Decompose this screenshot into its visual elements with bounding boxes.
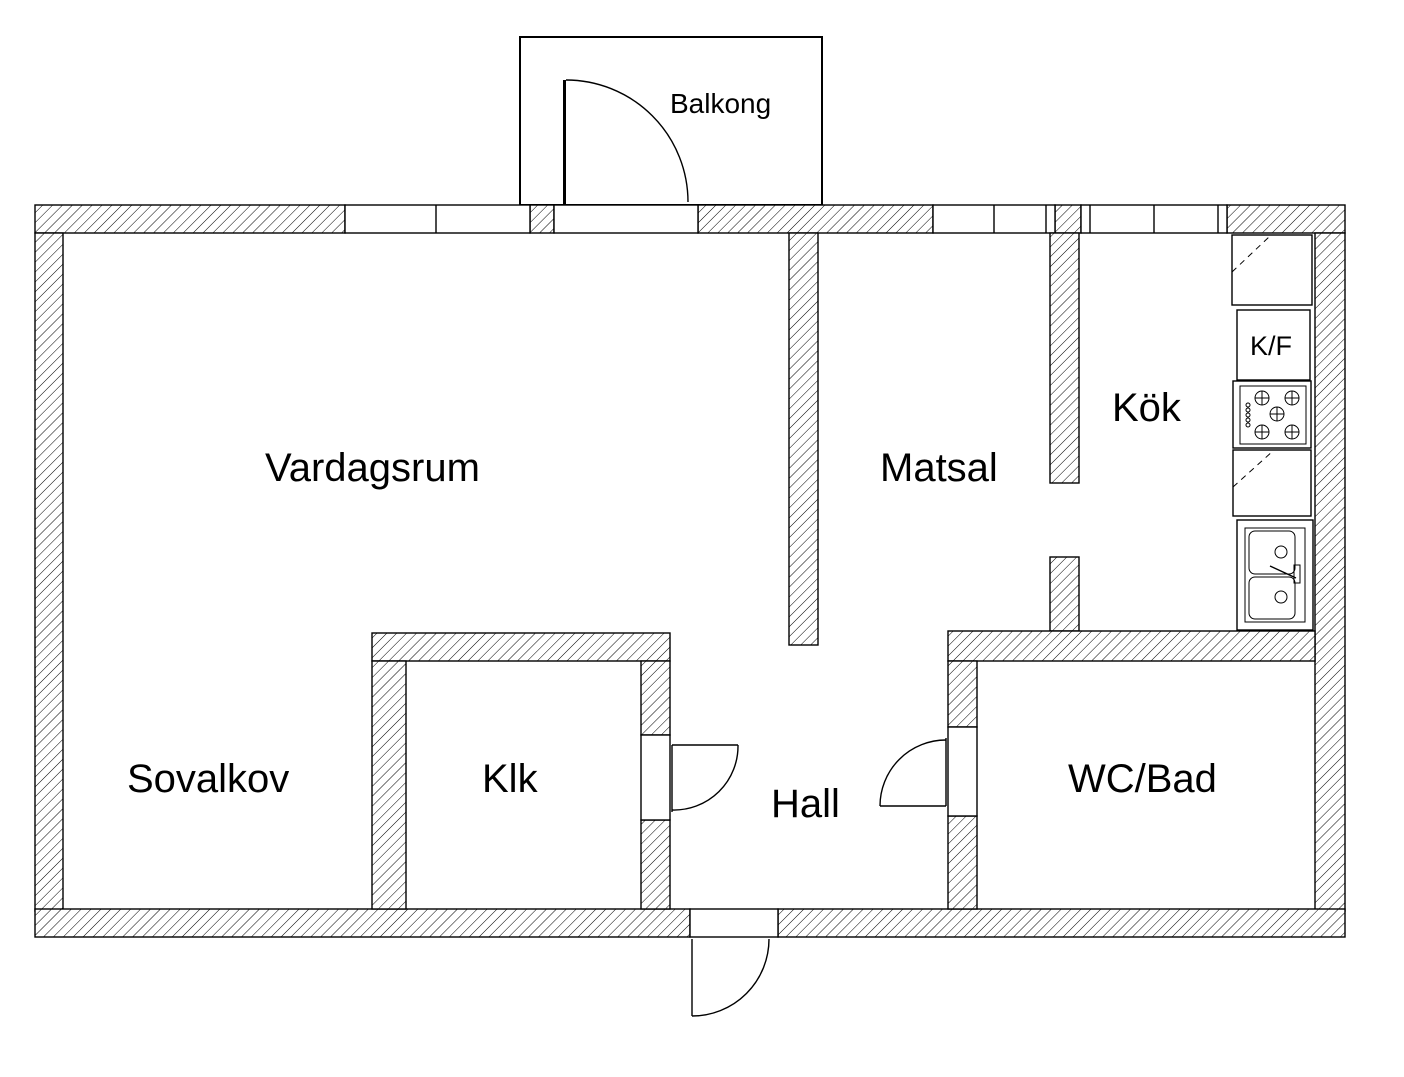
entrance-door-opening (689, 908, 779, 938)
label-fridge-freezer: K/F (1250, 331, 1292, 361)
wall-dining-kitchen-lower (1049, 556, 1080, 632)
wall-living-dining (788, 232, 819, 646)
stove-icon (1232, 380, 1312, 449)
label-hall: Hall (771, 782, 840, 826)
wall-closet-top (371, 632, 671, 662)
kitchen-cabinet-lower (1232, 449, 1312, 517)
wall-bottom-left (34, 908, 691, 938)
closet-door-swing (671, 744, 739, 811)
label-kitchen: Kök (1112, 386, 1182, 430)
outer-walls (34, 204, 1346, 938)
wall-bathroom-left-lower (947, 815, 978, 910)
wall-top-left (34, 204, 346, 234)
bathroom-door-opening (947, 726, 978, 817)
label-bathroom: WC/Bad (1068, 757, 1217, 801)
balcony-door-opening (553, 204, 699, 234)
balcony-door-swing (565, 79, 689, 203)
balcony-door (563, 79, 689, 205)
kitchen-cabinet-top (1231, 234, 1313, 306)
wall-closet-right-lower (640, 819, 671, 910)
closet-door-opening (640, 734, 671, 821)
wall-bathroom-top (947, 630, 1316, 662)
windows (344, 204, 1228, 234)
wall-top-right (1226, 204, 1346, 234)
room-labels: Balkong Vardagsrum Matsal Kök K/F Sovalk… (127, 88, 1292, 826)
label-closet: Klk (482, 757, 539, 801)
wall-closet-right-upper (640, 660, 671, 736)
window-living-room (344, 204, 531, 234)
label-balcony: Balkong (670, 88, 771, 119)
label-living-room: Vardagsrum (265, 446, 480, 490)
sink-icon (1236, 519, 1314, 631)
balcony-door-leaf (563, 80, 566, 205)
label-sleeping-alcove: Sovalkov (127, 757, 289, 801)
interior-walls (371, 232, 1316, 910)
fridge-freezer (1236, 309, 1311, 381)
entrance-door-swing (691, 938, 770, 1017)
bathroom-door-swing (879, 739, 947, 807)
doors (640, 726, 978, 1017)
wall-top-balcony-pillar (529, 204, 555, 234)
wall-bottom-right (777, 908, 1346, 938)
wall-top-kitchen-pillar (1054, 204, 1082, 234)
wall-right (1314, 232, 1346, 912)
wall-dining-kitchen-upper (1049, 232, 1080, 484)
wall-left (34, 232, 64, 912)
kitchen-fixtures (1231, 234, 1314, 631)
wall-top-middle (697, 204, 934, 234)
label-dining: Matsal (880, 446, 998, 490)
wall-closet-left (371, 660, 407, 910)
wall-bathroom-left-upper (947, 660, 978, 728)
